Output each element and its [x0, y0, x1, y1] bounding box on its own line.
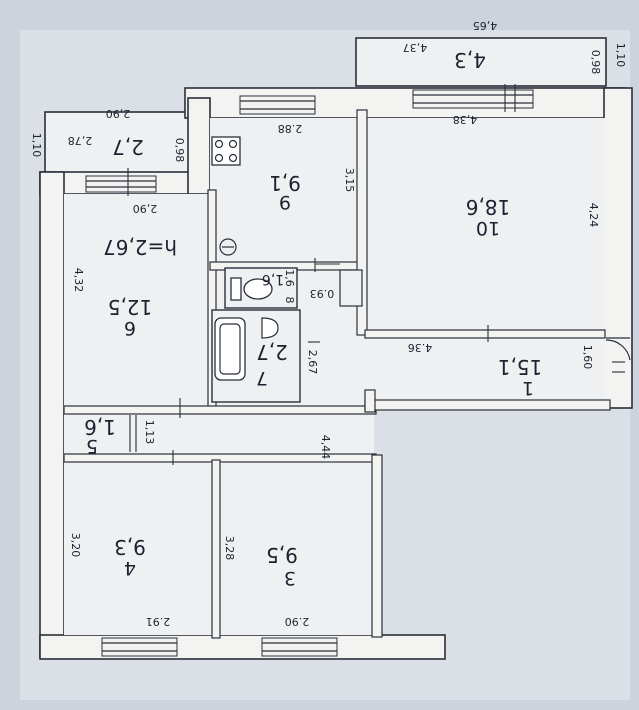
dim-wc-16: 1,6 [283, 269, 296, 287]
room-10-number: 10 [476, 217, 500, 239]
room-7-number: 7 [256, 367, 268, 389]
dim-465: 4,65 [473, 19, 498, 32]
room-1-area: 15,1 [498, 355, 543, 379]
outer-walls [39, 87, 633, 660]
room-5-area: 1,6 [84, 415, 116, 439]
height-note: h=2,67 [103, 235, 177, 259]
dim-wc-8: 8 [283, 297, 296, 304]
room-3-area: 9,5 [266, 543, 298, 567]
dim-320: 3,20 [69, 533, 82, 558]
room-3-number: 3 [284, 567, 296, 589]
dim-278: 2,78 [68, 134, 93, 147]
bathtub-icon [214, 317, 246, 381]
room-6-area: 12,5 [108, 295, 153, 319]
entry-door [605, 337, 631, 361]
room-4-area: 9,3 [114, 535, 146, 559]
dim-328: 3,28 [223, 536, 236, 561]
dim-444: 4,44 [319, 435, 332, 460]
room-9-number: 9 [279, 191, 291, 213]
dimension-ticks [127, 84, 625, 465]
dim-267: 2,67 [306, 350, 319, 375]
dim-098-top: 0,98 [589, 50, 602, 75]
dim-290-top: 2,90 [106, 107, 131, 120]
dim-436: 4.36 [408, 341, 433, 354]
dim-098-left: 0,98 [173, 138, 186, 163]
room-9-area: 9,1 [269, 171, 301, 195]
top-balcony-area: 4,3 [454, 48, 486, 72]
interior-walls [63, 109, 611, 639]
left-balcony-area: 2,7 [112, 135, 144, 159]
room-10-area: 18,6 [466, 195, 511, 219]
room-8-area: 1,6 [262, 271, 284, 287]
stove-icon [211, 136, 241, 166]
room-6-number: 6 [124, 317, 136, 339]
dim-110-left: 1,10 [30, 133, 43, 158]
washbasin-icon [261, 317, 279, 339]
room-5-number: 5 [86, 435, 98, 457]
dim-315: 3,15 [343, 168, 356, 193]
dim-290-b: 2,90 [133, 202, 158, 215]
room-1-number: 1 [522, 377, 534, 399]
dim-424: 4,24 [587, 203, 600, 228]
toilet-icon [230, 277, 273, 301]
dim-432: 4,32 [72, 268, 85, 293]
dim-113: 1,13 [143, 420, 156, 445]
dim-288: 2.88 [278, 122, 303, 135]
dim-438: 4,38 [453, 113, 478, 126]
dim-110-top: 1,10 [614, 43, 627, 68]
windows [85, 89, 534, 657]
top-balcony [355, 37, 607, 87]
dim-291: 2.91 [146, 615, 171, 628]
dim-160: 1,60 [581, 345, 594, 370]
room-4-number: 4 [124, 557, 136, 579]
room-7-area: 2,7 [256, 340, 288, 364]
dim-290-c: 2.90 [285, 615, 310, 628]
dim-093: 0.93 [310, 287, 335, 300]
interior-floor [64, 118, 605, 635]
dim-437: 4,37 [403, 41, 428, 54]
sink-icon [219, 238, 237, 256]
